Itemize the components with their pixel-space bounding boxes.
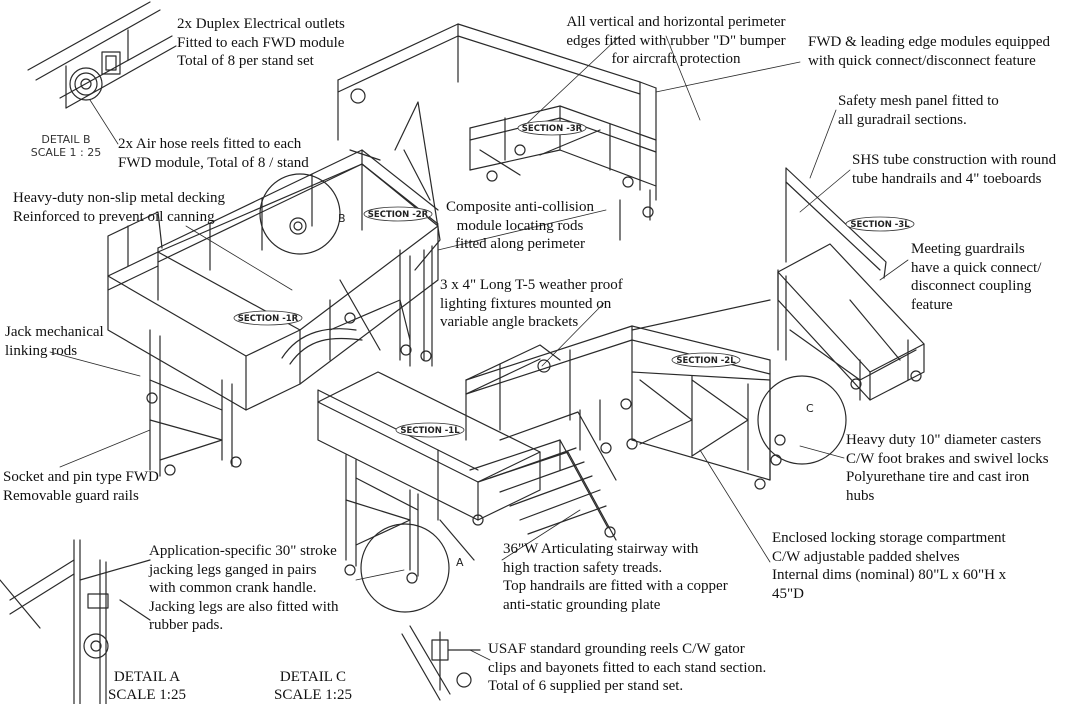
section-label-3l: SECTION -3L (850, 220, 910, 230)
stairway-drawing (469, 411, 617, 541)
note-safety-mesh: Safety mesh panel fitted to all guradrai… (838, 93, 999, 128)
detail-a-drawing (0, 539, 151, 704)
detail-c-drawing (401, 625, 481, 701)
note-jack-rods: Jack mechanical linking rods (5, 324, 104, 359)
note-decking: Heavy-duty non-slip metal decking Reinfo… (13, 190, 226, 225)
note-jacking-legs: Application-specific 30" stroke jacking … (149, 543, 339, 633)
note-meeting-guardrails: Meeting guardrails have a quick connect/… (911, 241, 1042, 313)
note-shs-tube: SHS tube construction with round tube ha… (852, 152, 1057, 187)
note-air-hose-reels: 2x Air hose reels fitted to each FWD mod… (118, 136, 309, 171)
leader-lines (49, 35, 909, 661)
note-grounding-reels: USAF standard grounding reels C/W gator … (488, 641, 767, 694)
note-storage: Enclosed locking storage compartment C/W… (772, 530, 1007, 602)
note-guard-rails: Socket and pin type FWD Removable guard … (3, 469, 159, 504)
detail-b-caption: DETAIL B SCALE 1 : 25 (30, 133, 102, 159)
section-label-2l: SECTION -2L (676, 356, 736, 366)
note-anti-collision: Composite anti-collision module locating… (446, 199, 594, 252)
balloon-a: A (456, 556, 464, 569)
section-3r-drawing (337, 23, 657, 271)
detail-balloons: B A C (338, 212, 814, 569)
detail-b-drawing (27, 1, 177, 109)
section-label-2r: SECTION -2R (368, 210, 429, 220)
section-2r-1r-drawing (107, 149, 439, 477)
section-label-1r: SECTION -1R (238, 314, 299, 324)
section-3l-drawing (757, 167, 925, 465)
balloon-b: B (338, 212, 346, 225)
note-lighting: 3 x 4" Long T-5 weather proof lighting f… (440, 277, 623, 330)
section-label-3r: SECTION -3R (522, 124, 583, 134)
note-stairway: 36"W Articulating stairway with high tra… (503, 541, 728, 613)
note-duplex-outlets: 2x Duplex Electrical outlets Fitted to e… (177, 16, 345, 69)
detail-c-caption: DETAIL C SCALE 1:25 (274, 669, 352, 703)
section-label-1l: SECTION -1L (400, 426, 460, 436)
section-labels: SECTION -3R SECTION -2R SECTION -1R SECT… (233, 120, 915, 438)
note-quick-connect: FWD & leading edge modules equipped with… (808, 34, 1051, 69)
detail-a-caption: DETAIL A SCALE 1:25 (108, 669, 186, 703)
note-perimeter-bumper: All vertical and horizontal perimeter ed… (566, 14, 786, 67)
note-casters: Heavy duty 10" diameter casters C/W foot… (846, 432, 1049, 504)
balloon-c: C (806, 402, 814, 415)
